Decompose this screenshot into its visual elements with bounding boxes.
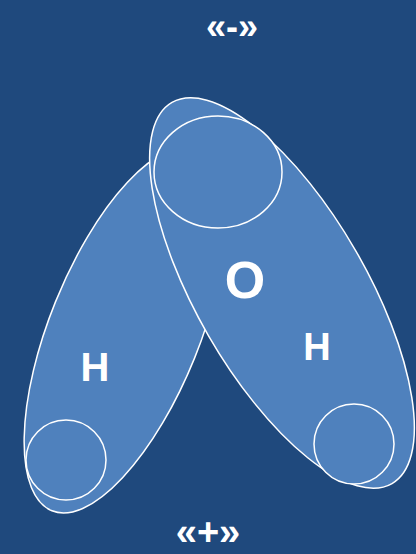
atom-label: O: [225, 254, 265, 306]
orbital-shape: [140, 80, 416, 510]
charge-label: «+»: [176, 513, 240, 551]
orbital-outline: [154, 116, 282, 228]
orbital-outline: [314, 404, 394, 484]
atom-label: H: [303, 328, 330, 366]
orbital-ellipse: OH: [140, 80, 416, 510]
orbital-outline: [26, 420, 106, 500]
atom-label: H: [81, 347, 110, 387]
orbital-outline: [98, 60, 416, 526]
charge-label: «-»: [206, 9, 258, 45]
